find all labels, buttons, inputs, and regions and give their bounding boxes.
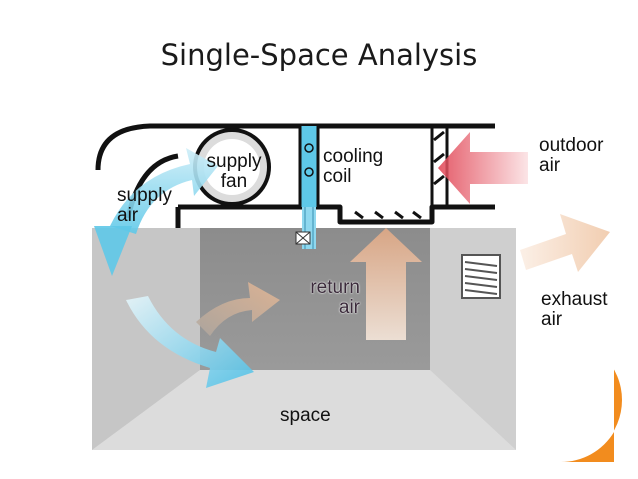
- exhaust-air-arrow: [520, 214, 610, 272]
- supply-air-label-line1: supply: [117, 185, 172, 206]
- cooling-coil-label: cooling coil: [323, 147, 383, 187]
- return-air-label: return air: [300, 278, 360, 318]
- outdoor-air-arrow: [438, 132, 528, 204]
- cooling-coil-label-line2: coil: [323, 166, 352, 187]
- supply-fan-icon: [193, 128, 271, 206]
- supply-air-arrow-room: [126, 296, 254, 388]
- outdoor-air-label-line2: air: [539, 155, 561, 176]
- supply-air-arrow: [110, 148, 218, 234]
- supply-fan-label: supply fan: [204, 152, 264, 192]
- return-air-arrow-room: [196, 282, 280, 336]
- outdoor-air-label-line1: outdoor: [539, 135, 604, 156]
- return-air-label-line2: air: [338, 297, 360, 318]
- supply-fan-label-line1: supply: [206, 151, 262, 172]
- slide-title: Single-Space Analysis: [160, 38, 478, 72]
- supply-air-label: supply air: [117, 186, 172, 226]
- cooling-coil-label-line1: cooling: [323, 146, 384, 167]
- valve-icon: [295, 231, 311, 245]
- supply-air-label-line2: air: [117, 205, 139, 226]
- return-air-damper-icon: [354, 210, 422, 220]
- exhaust-air-label-line2: air: [541, 309, 563, 330]
- return-air-label-line1: return: [310, 277, 360, 298]
- cooling-coil-icon: [298, 126, 320, 249]
- exhaust-louver-icon: [461, 254, 501, 299]
- outdoor-air-label: outdoor air: [539, 136, 603, 176]
- supply-air-arrow-down: [94, 226, 132, 276]
- return-air-arrow: [350, 228, 422, 340]
- exhaust-air-label: exhaust air: [541, 290, 608, 330]
- exhaust-air-label-line1: exhaust: [541, 289, 608, 310]
- space-label: space: [280, 405, 331, 426]
- supply-fan-label-line2: fan: [220, 171, 248, 192]
